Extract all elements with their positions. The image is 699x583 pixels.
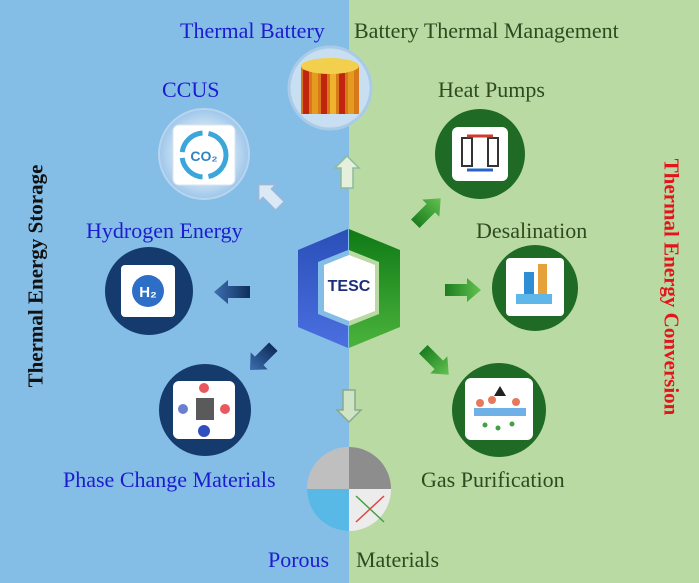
ccus-label: CCUS [162, 77, 220, 102]
hydrogen-energy-label: Hydrogen Energy [86, 218, 243, 243]
desalination-node [492, 245, 578, 331]
gas-purification-node [452, 363, 546, 457]
center-label: TESC [327, 278, 371, 295]
co2-cycle-icon [179, 130, 229, 180]
hydrogen-node: H₂ [105, 247, 193, 335]
desalination-label: Desalination [476, 218, 588, 243]
arrow-to-ccus [257, 183, 286, 212]
porous-label: Porous [268, 547, 330, 572]
co2-icon-text: CO₂ [190, 148, 217, 164]
arrow-to-gas-purification [419, 345, 449, 375]
heat-pumps-node [435, 109, 525, 199]
thermal-battery-node [287, 45, 373, 131]
gas-purification-label: Gas Purification [421, 467, 565, 492]
arrow-to-phase-change [249, 342, 278, 371]
ccus-node: CO₂ [158, 108, 250, 200]
arrow-to-porous-materials [335, 389, 363, 424]
tesc-hexagon [298, 229, 400, 348]
phase-change-node [159, 364, 251, 456]
porous-materials-node [307, 447, 391, 531]
heat-pumps-label: Heat Pumps [438, 77, 545, 102]
arrow-to-heat-pumps [411, 198, 441, 228]
thermal-energy-storage-title: Thermal Energy Storage [23, 164, 48, 388]
thermal-battery-label: Thermal Battery [180, 18, 325, 43]
arrow-to-desalination [445, 278, 481, 302]
thermal-energy-conversion-title: Thermal Energy Conversion [659, 158, 684, 416]
battery-thermal-management-label: Battery Thermal Management [354, 18, 619, 43]
arrow-to-hydrogen [214, 280, 250, 304]
materials-label: Materials [356, 547, 440, 572]
pcm-block-icon [196, 398, 214, 420]
arrow-to-thermal-battery [333, 154, 361, 189]
phase-change-materials-label: Phase Change Materials [63, 467, 276, 492]
h2-icon [132, 275, 164, 307]
battery-cells-icon [301, 58, 359, 114]
h2-icon-text: H₂ [139, 284, 157, 301]
